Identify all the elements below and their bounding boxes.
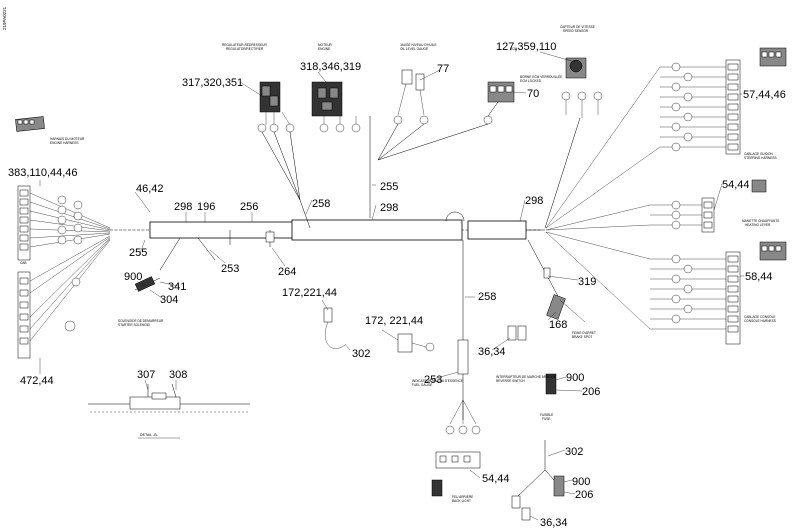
detail-b: DETAIL -B-: [88, 383, 250, 439]
svg-text:54,44: 54,44: [722, 179, 750, 191]
svg-text:70: 70: [527, 88, 539, 100]
svg-text:MANETTE CHAUFFANTE: MANETTE CHAUFFANTE: [742, 219, 779, 223]
svg-text:SPEED SENSOR: SPEED SENSOR: [563, 29, 589, 33]
svg-text:REGULATEUR-REDRESSEUR: REGULATEUR-REDRESSEUR: [222, 43, 267, 47]
svg-text:255: 255: [380, 181, 398, 193]
svg-text:253: 253: [424, 374, 442, 386]
svg-text:298: 298: [525, 195, 543, 207]
fuel-gauge-branch: INDICATEUR NIVEAU D'ESSENCE FUEL GAUGE: [412, 240, 481, 435]
svg-text:127,359,110: 127,359,110: [496, 41, 556, 53]
svg-text:FUEL GAUGE: FUEL GAUGE: [412, 383, 432, 387]
ecm-connector: ECM BORNE ECM VERROUILLÉE ECM LOCKED: [377, 47, 563, 161]
svg-text:168: 168: [549, 319, 567, 331]
svg-text:STARTER SOLENOID: STARTER SOLENOID: [118, 323, 151, 327]
svg-text:REGULATOR/RECTIFIER: REGULATOR/RECTIFIER: [226, 47, 264, 51]
fuse: FUSIBLE FUSE: [511, 413, 565, 521]
svg-text:256: 256: [240, 201, 258, 213]
svg-text:HEATING LEVER: HEATING LEVER: [745, 223, 771, 227]
starter-solenoid: SOLENOIDE DE DEMARREUR STARTER SOLENOID: [118, 276, 164, 327]
svg-text:900: 900: [566, 372, 584, 384]
speed-sensor: CAPTEUR DE VITESSE SPEED SENSOR: [544, 25, 603, 229]
svg-text:ENGINE HARNESS: ENGINE HARNESS: [50, 141, 79, 145]
svg-text:FUSIBLE: FUSIBLE: [540, 413, 553, 417]
svg-text:BRAKE SPOT: BRAKE SPOT: [572, 335, 592, 339]
svg-text:900: 900: [572, 476, 590, 488]
svg-text:HARNAIS DU MOTEUR: HARNAIS DU MOTEUR: [50, 137, 85, 141]
svg-text:255: 255: [129, 247, 147, 259]
engine-connector: MOTEUR ENGINE: [311, 43, 371, 218]
svg-text:58,44: 58,44: [745, 271, 773, 283]
svg-text:INTERRUPTEUR DE MARCHE ARRIERE: INTERRUPTEUR DE MARCHE ARRIERE: [496, 375, 556, 379]
svg-text:319: 319: [578, 276, 596, 288]
svg-text:302: 302: [565, 446, 583, 458]
svg-text:36,34: 36,34: [478, 346, 506, 358]
svg-text:307: 307: [137, 369, 155, 381]
svg-text:472,44: 472,44: [20, 375, 54, 387]
svg-text:298: 298: [174, 201, 192, 213]
svg-text:CONSOLE HARNESS: CONSOLE HARNESS: [744, 319, 776, 323]
svg-text:JAUGE NIVEAU D'HUILE: JAUGE NIVEAU D'HUILE: [400, 43, 437, 47]
leader-lines: [39, 51, 744, 521]
svg-text:196: 196: [197, 201, 215, 213]
svg-text:172,221,44: 172,221,44: [282, 287, 337, 299]
svg-text:317,320,351: 317,320,351: [182, 77, 243, 89]
svg-text:318,346,319: 318,346,319: [300, 61, 361, 73]
svg-text:CABLAGE GUIDON: CABLAGE GUIDON: [744, 152, 773, 156]
svg-text:253: 253: [221, 263, 239, 275]
svg-text:383,110,44,46: 383,110,44,46: [8, 167, 78, 179]
svg-text:MOTEUR: MOTEUR: [318, 43, 333, 47]
svg-text:46,42: 46,42: [136, 183, 164, 195]
svg-text:FEINS D'ARRET: FEINS D'ARRET: [572, 331, 596, 335]
back-light: FEU ARRIERE BACK LIGHT: [431, 451, 481, 503]
regulator-connector: REGULATEUR-REDRESSEUR REGULATOR/RECTIFIE…: [222, 43, 311, 229]
svg-text:298: 298: [380, 202, 398, 214]
document-id: 219PA0221: [2, 6, 7, 30]
svg-text:REVERSE SWITCH: REVERSE SWITCH: [496, 379, 525, 383]
svg-text:264: 264: [278, 266, 296, 278]
svg-text:FUSE: FUSE: [542, 417, 551, 421]
callouts: 383,110,44,46 46,42 298 196 256 255 253 …: [8, 41, 786, 529]
svg-text:CAB: CAB: [20, 261, 27, 265]
svg-text:258: 258: [312, 198, 330, 210]
svg-text:FEU ARRIERE: FEU ARRIERE: [452, 495, 473, 499]
oil-gauge-connector: JAUGE NIVEAU D'HUILE OIL LEVEL GAUGE: [377, 43, 437, 161]
svg-text:BACK LIGHT: BACK LIGHT: [452, 499, 471, 503]
svg-text:54,44: 54,44: [482, 473, 510, 485]
brake-and-reverse: FEINS D'ARRET BRAKE SPOT INTERRUPTEUR DE…: [496, 239, 596, 395]
svg-text:INDICATEUR NIVEAU D'ESSENCE: INDICATEUR NIVEAU D'ESSENCE: [412, 379, 463, 383]
svg-text:DETAIL -B-: DETAIL -B-: [140, 433, 159, 437]
svg-text:CABLAGE CONSOLE: CABLAGE CONSOLE: [744, 315, 776, 319]
relay-icon: HARNAIS DU MOTEUR ENGINE HARNESS: [15, 116, 85, 145]
left-ground-harness: CAB: [17, 185, 111, 359]
svg-text:206: 206: [575, 489, 593, 501]
svg-text:308: 308: [169, 369, 187, 381]
aux-connectors: [323, 307, 435, 353]
steering-harness: CABLAGE GUIDON STEERING HARNESS: [545, 47, 787, 229]
svg-text:STEERING HARNESS: STEERING HARNESS: [744, 156, 777, 160]
svg-text:36,34: 36,34: [540, 517, 568, 529]
svg-text:OIL LEVEL GAUGE: OIL LEVEL GAUGE: [400, 47, 428, 51]
svg-text:ECM LOCKED: ECM LOCKED: [520, 79, 542, 83]
svg-text:206: 206: [582, 386, 600, 398]
svg-text:900: 900: [124, 271, 142, 283]
svg-text:172, 221,44: 172, 221,44: [365, 315, 423, 327]
svg-text:CAPTEUR DE VITESSE: CAPTEUR DE VITESSE: [560, 25, 595, 29]
console-harness: CABLAGE CONSOLE CONSOLE HARNESS: [545, 231, 787, 345]
svg-text:341: 341: [168, 281, 186, 293]
svg-text:77: 77: [437, 63, 449, 75]
svg-text:ENGINE: ENGINE: [318, 47, 330, 51]
svg-text:ECM: ECM: [510, 47, 517, 51]
heating-lever-harness: MANETTE CHAUFFANTE HEATING LEVER: [545, 179, 779, 233]
svg-text:BORNE ECM VERROUILLÉE: BORNE ECM VERROUILLÉE: [520, 74, 563, 79]
svg-text:57,44,46: 57,44,46: [743, 89, 786, 101]
svg-text:258: 258: [478, 291, 496, 303]
svg-text:SOLENOIDE DE DEMARREUR: SOLENOIDE DE DEMARREUR: [118, 319, 164, 323]
svg-text:302: 302: [352, 348, 370, 360]
svg-text:304: 304: [160, 294, 178, 306]
main-harness: [110, 211, 545, 271]
